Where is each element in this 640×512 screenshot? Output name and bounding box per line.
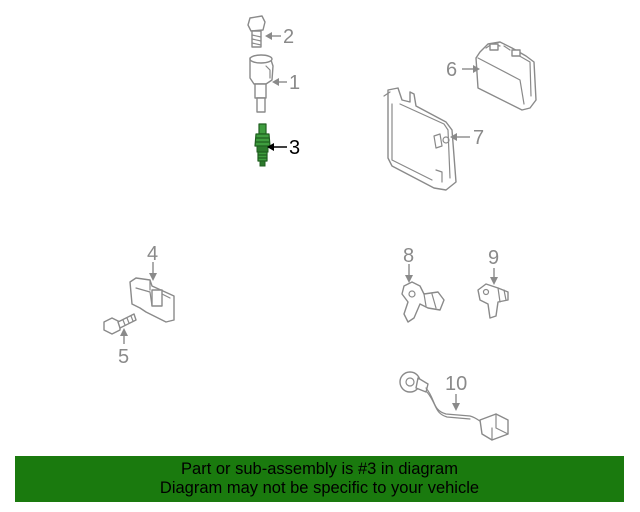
part-5-bolt bbox=[103, 313, 137, 335]
callout-3: 3 bbox=[289, 137, 300, 159]
part-4-sensor bbox=[129, 277, 175, 323]
callout-1: 1 bbox=[289, 72, 300, 94]
part-6-control-module bbox=[475, 41, 537, 111]
banner-line-disclaimer: Diagram may not be specific to your vehi… bbox=[159, 479, 480, 497]
callout-9: 9 bbox=[488, 247, 499, 269]
callout-6: 6 bbox=[446, 59, 457, 81]
part-8-position-sensor bbox=[401, 281, 445, 323]
part-9-position-sensor bbox=[477, 283, 509, 319]
part-2-bolt bbox=[247, 15, 266, 48]
part-1-ignition-coil bbox=[249, 54, 274, 113]
part-10-knock-sensor bbox=[399, 371, 509, 441]
callout-7: 7 bbox=[473, 127, 484, 149]
part-3-spark-plug bbox=[254, 123, 271, 167]
callout-4: 4 bbox=[147, 243, 158, 265]
callout-10: 10 bbox=[445, 373, 467, 395]
info-banner: Part or sub-assembly is #3 in diagram Di… bbox=[15, 456, 624, 502]
callout-2: 2 bbox=[283, 26, 294, 48]
part-7-module-bracket bbox=[383, 87, 457, 191]
banner-line-part: Part or sub-assembly is #3 in diagram bbox=[181, 460, 458, 478]
callout-8: 8 bbox=[403, 245, 414, 267]
callout-5: 5 bbox=[118, 346, 129, 368]
parts-diagram: 2 1 3 6 7 bbox=[103, 15, 537, 441]
